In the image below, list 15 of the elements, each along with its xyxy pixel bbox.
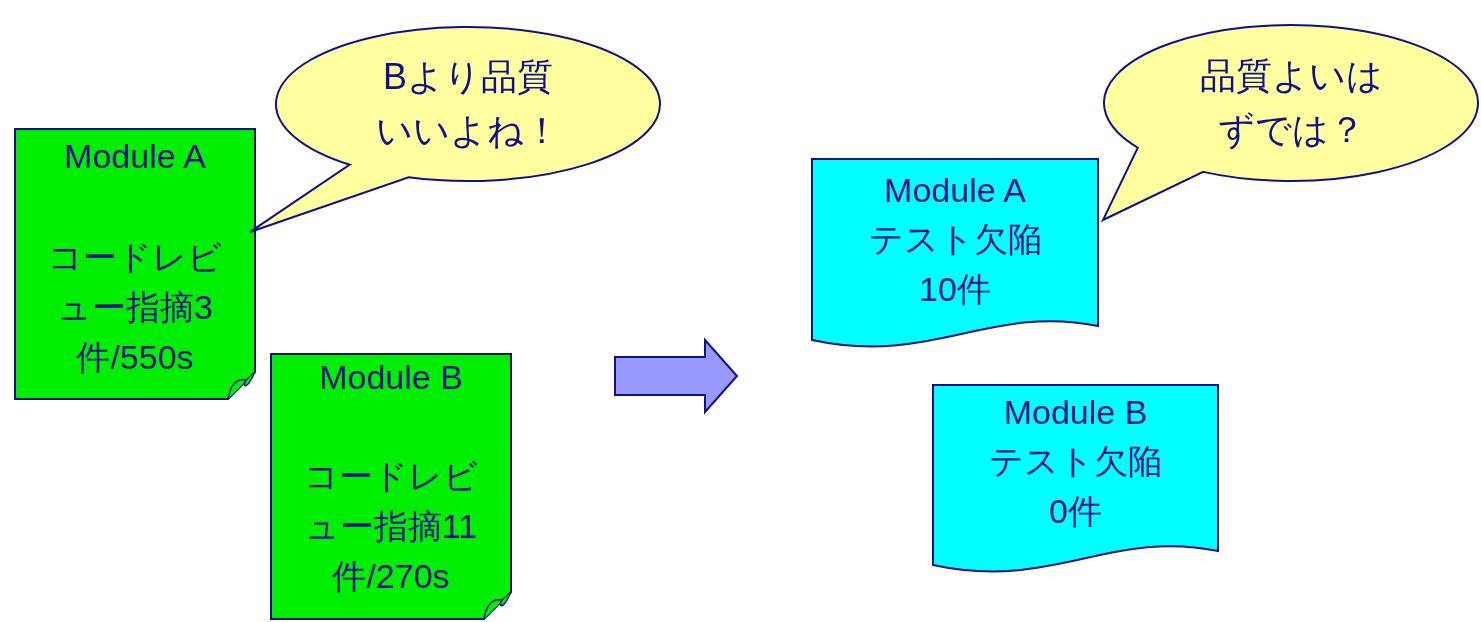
block-arrow — [614, 337, 739, 415]
note-card — [270, 353, 512, 620]
note-card — [14, 128, 256, 400]
module-name: Module B — [1003, 392, 1148, 433]
module-name: Module A — [64, 136, 206, 177]
module-name: Module B — [319, 357, 463, 398]
metric-text: コードレビュー指摘3件/550s — [47, 237, 223, 378]
metric-text: テスト欠陥10件 — [867, 219, 1043, 310]
bubble-text: Bより品質いいよね！ — [375, 55, 561, 153]
metric-text: コードレビュー指摘11件/270s — [303, 456, 479, 597]
module-name: Module A — [884, 170, 1026, 211]
metric-text: テスト欠陥0件 — [988, 441, 1163, 532]
bubble-text: 品質よいはずでは？ — [1198, 54, 1384, 152]
speech-bubble — [248, 26, 663, 234]
speech-bubble — [1102, 24, 1479, 224]
